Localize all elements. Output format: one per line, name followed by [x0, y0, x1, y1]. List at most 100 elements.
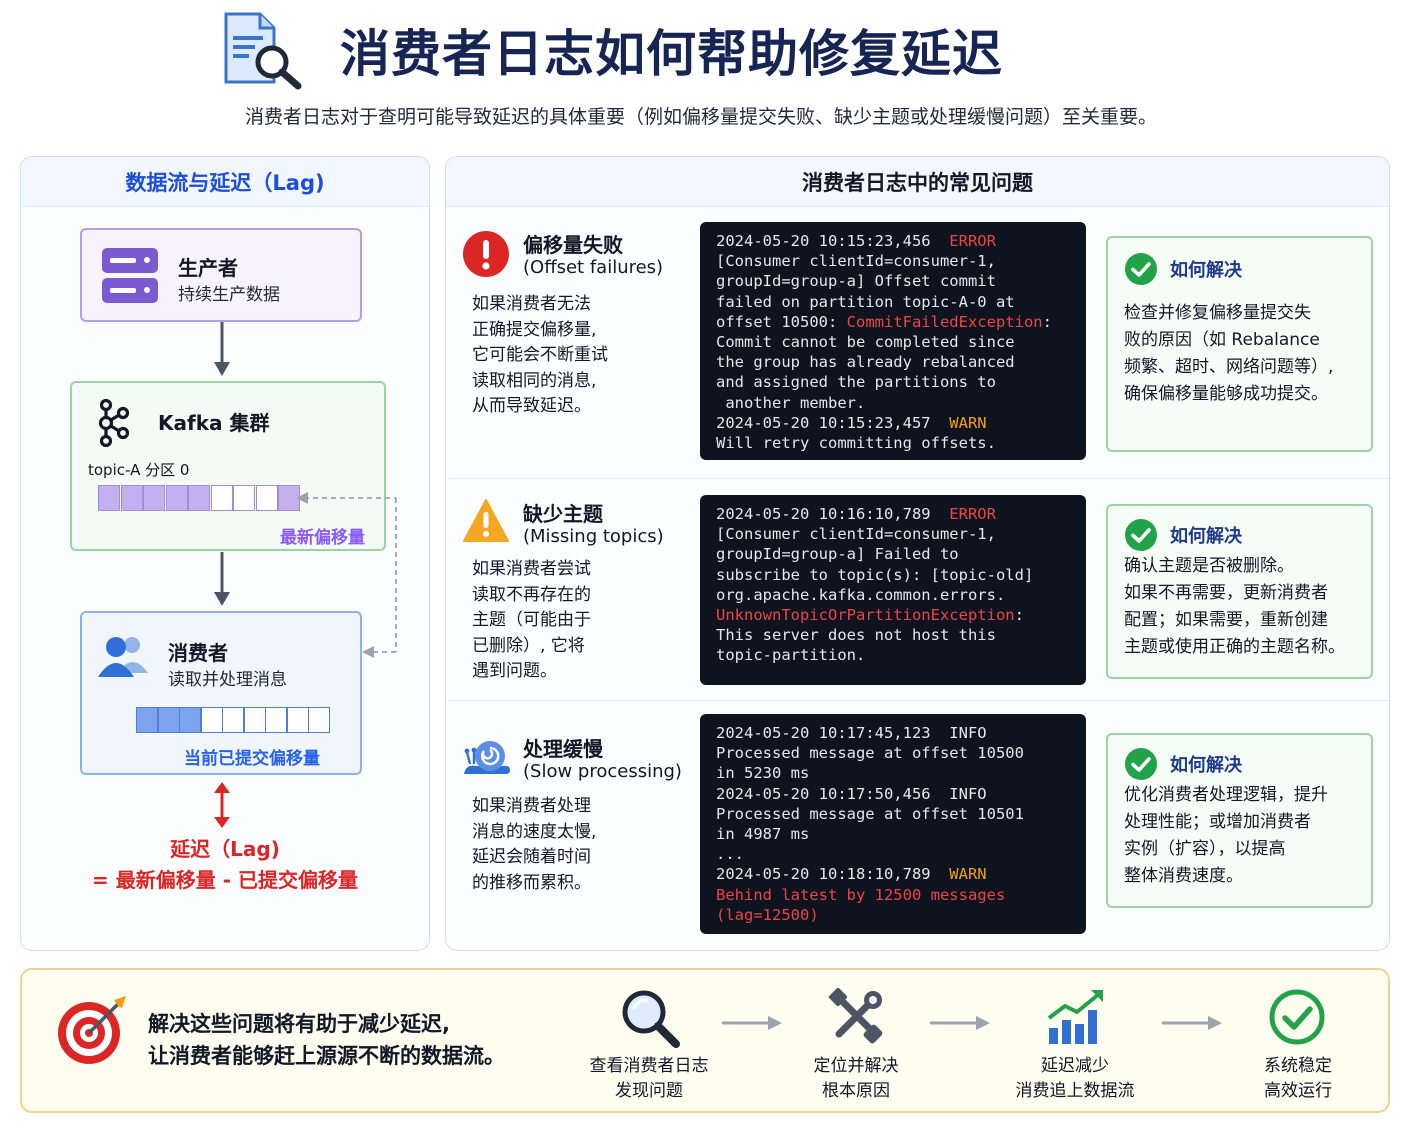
lag-title: 延迟（Lag): [170, 837, 280, 861]
partition-label: topic-A 分区 0: [88, 461, 190, 479]
offset-feedback-line: [296, 492, 397, 658]
latest-offset-label: 最新偏移量: [280, 528, 365, 548]
lag-arrow: [214, 782, 230, 828]
log-line: (lag=12500): [716, 905, 819, 924]
log-line: 2024-05-20 10:17:50,456 INFO: [716, 784, 987, 803]
step-label: 定位并解决 根本原因: [813, 1056, 899, 1101]
step-label: 系统稳定 高效运行: [1264, 1056, 1332, 1101]
fix-text: 检查并修复偏移量提交失 败的原因（如 Rebalance 频繁、超时、网络问题等…: [1124, 303, 1334, 404]
log-line: Commit cannot be completed since: [716, 333, 1015, 352]
step-label: 延迟减少 消费追上数据流: [1015, 1056, 1135, 1101]
summary-message: 解决这些问题将有助于减少延迟, 让消费者能够赶上源源不断的数据流。: [148, 1012, 505, 1068]
committed-cell: [243, 707, 266, 733]
fix-title: 如何解决: [1170, 755, 1242, 776]
fix-text: 优化消费者处理逻辑，提升 处理性能；或增加消费者 实例（扩容），以提高 整体消费…: [1124, 785, 1328, 886]
committed-offset-label: 当前已提交偏移量: [184, 749, 320, 769]
users-icon: [98, 633, 152, 685]
log-line: 2024-05-20 10:17:45,123 INFO: [716, 724, 987, 742]
page-subtitle: 消费者日志对于查明可能导致延迟的具体重要（例如偏移量提交失败、缺少主题或处理缓慢…: [244, 106, 1157, 128]
committed-cell: [157, 707, 180, 733]
check-icon: [1124, 252, 1158, 290]
producer-subtitle: 持续生产数据: [178, 285, 280, 305]
log-line: [Consumer clientId=consumer-1,: [716, 252, 996, 271]
header-icon: [222, 12, 306, 90]
partition-cell: [165, 485, 188, 511]
server-icon: [100, 246, 160, 310]
log-line: groupId=group-a] Failed to: [716, 545, 959, 564]
log-line: 2024-05-20 10:15:23,456 ERROR: [716, 232, 996, 250]
issue-description: 如果消费者无法 正确提交偏移量, 它可能会不断重试 读取相同的消息, 从而导致延…: [472, 294, 608, 416]
step-label: 查看消费者日志 发现问题: [589, 1056, 709, 1101]
consumer-title: 消费者: [168, 641, 228, 665]
log-line: org.apache.kafka.common.errors.: [716, 585, 1006, 604]
data-flow-panel-title: 数据流与延迟（Lag): [21, 157, 429, 207]
kafka-cluster-box: Kafka 集群 topic-A 分区 0 最新偏移量: [70, 381, 386, 551]
step-arrow: [930, 1016, 990, 1030]
issue-title: 处理缓慢: [523, 737, 603, 761]
committed-cell: [308, 707, 330, 733]
partition-cell: [143, 485, 165, 511]
issue-description: 如果消费者处理 消息的速度太慢, 延迟会随着时间 的推移而累积。: [472, 796, 597, 893]
check-circle-icon: [1268, 988, 1326, 1050]
log-line: 2024-05-20 10:15:23,457 WARN: [716, 413, 987, 432]
log-snippet: 2024-05-20 10:16:10,789 ERROR [Consumer c…: [700, 495, 1086, 685]
issue-title: 偏移量失败: [523, 233, 623, 257]
fix-text: 确认主题是否被删除。 如果不再需要，更新消费者 配置；如果需要，重新创建 主题或…: [1124, 556, 1345, 657]
error-icon: [462, 230, 510, 282]
log-line: subscribe to topic(s): [topic-old]: [716, 565, 1034, 584]
fix-title: 如何解决: [1170, 526, 1242, 547]
committed-cell: [200, 707, 223, 733]
producer-box: 生产者 持续生产数据: [80, 228, 362, 322]
log-line: [Consumer clientId=consumer-1,: [716, 525, 996, 544]
check-icon: [1124, 518, 1158, 556]
log-line: in 5230 ms: [716, 764, 810, 783]
log-line: the group has already rebalanced: [716, 353, 1015, 372]
committed-cell: [286, 707, 309, 733]
issue-title: 缺少主题: [523, 502, 603, 526]
partition-cell: [210, 485, 233, 511]
step-arrow: [1162, 1016, 1222, 1030]
log-line: Will retry committing offsets.: [716, 434, 996, 453]
fix-card: 如何解决 检查并修复偏移量提交失 败的原因（如 Rebalance 频繁、超时、…: [1106, 236, 1373, 452]
log-line: another member.: [716, 393, 866, 412]
snail-icon: [462, 734, 512, 782]
log-line: Processed message at offset 10501: [716, 804, 1024, 823]
target-icon: [56, 996, 130, 1070]
fix-card: 如何解决 确认主题是否被删除。 如果不再需要，更新消费者 配置；如果需要，重新创…: [1106, 504, 1373, 679]
page-title: 消费者日志如何帮助修复延迟: [340, 25, 1003, 83]
log-line: and assigned the partitions to: [716, 373, 996, 392]
issue-description: 如果消费者尝试 读取不再存在的 主题（可能由于 已删除）, 它将 遇到问题。: [472, 559, 591, 681]
fix-card: 如何解决 优化消费者处理逻辑，提升 处理性能；或增加消费者 实例（扩容），以提高…: [1106, 733, 1373, 908]
log-line: 2024-05-20 10:16:10,789 ERROR: [716, 505, 996, 523]
consumer-box: 消费者 读取并处理消息 当前已提交偏移量: [80, 611, 362, 775]
partition-cell: [255, 485, 278, 511]
partition-cell: [188, 485, 210, 511]
lag-formula: = 最新偏移量 - 已提交偏移量: [92, 868, 358, 892]
committed-cell: [222, 707, 244, 733]
summary-banner: [20, 968, 1390, 1113]
partition-cell: [98, 485, 120, 511]
log-line: groupId=group-a] Offset commit: [716, 272, 996, 291]
common-issues-title: 消费者日志中的常见问题: [446, 157, 1389, 207]
log-line: topic-partition.: [716, 646, 866, 665]
flow-arrow-1: [214, 322, 230, 376]
issue-title-en: (Missing topics): [523, 526, 664, 547]
tools-icon: [827, 987, 885, 1050]
magnifier-icon: [620, 988, 680, 1052]
partition-cell: [233, 485, 255, 511]
committed-cell: [179, 707, 201, 733]
kafka-icon: [94, 398, 130, 451]
log-line: offset 10500: CommitFailedException:: [716, 312, 1052, 331]
log-line: This server does not host this: [716, 626, 996, 645]
committed-cell: [136, 707, 158, 733]
committed-cell: [265, 707, 287, 733]
log-line: in 4987 ms: [716, 825, 810, 844]
growth-chart-icon: [1045, 988, 1107, 1050]
log-line: UnknownTopicOrPartitionException:: [716, 606, 1024, 625]
issue-title-en: (Offset failures): [523, 257, 664, 278]
check-icon: [1124, 747, 1158, 785]
log-snippet: 2024-05-20 10:15:23,456 ERROR [Consumer c…: [700, 222, 1086, 460]
consumer-subtitle: 读取并处理消息: [168, 670, 287, 690]
log-line: failed on partition topic-A-0 at: [716, 292, 1015, 311]
flow-arrow-2: [214, 552, 230, 606]
